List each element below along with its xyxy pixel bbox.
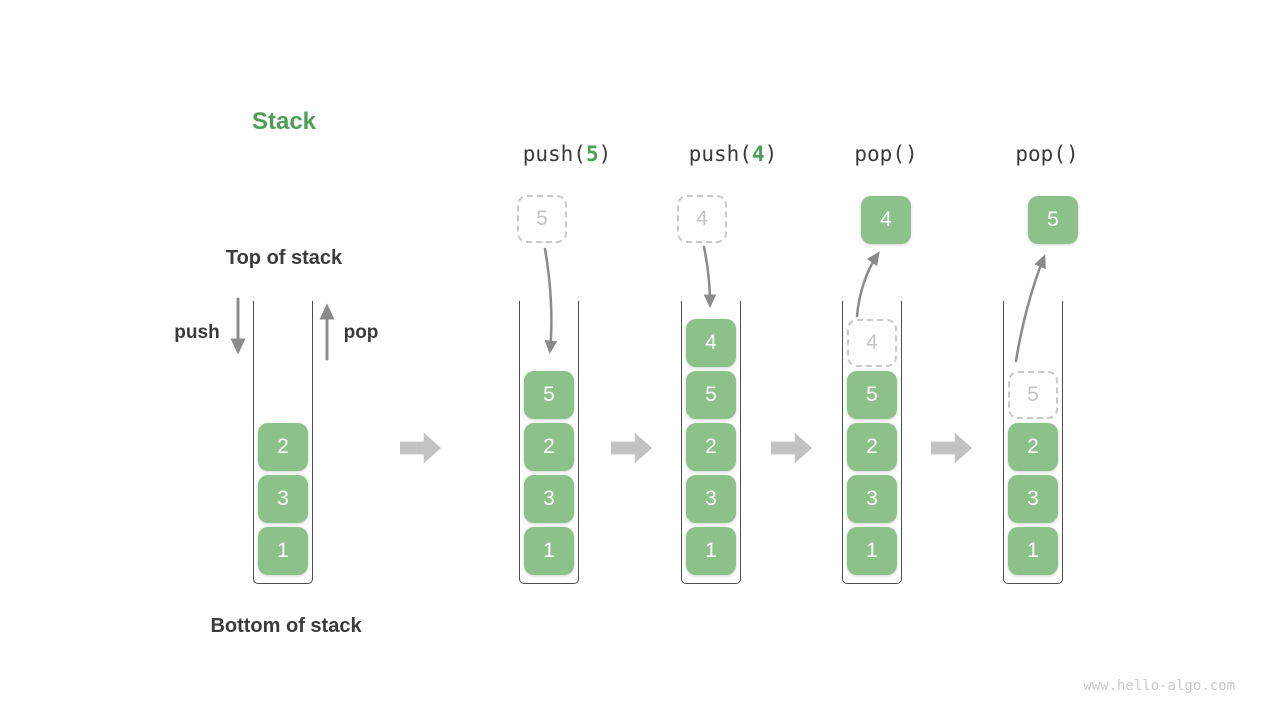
stack-box: 3 (686, 475, 736, 523)
op-text: ) (764, 142, 778, 166)
stack-box: 2 (524, 423, 574, 471)
right-block-arrow-icon (611, 432, 652, 464)
op-text: ) (598, 142, 612, 166)
stack-frame-step3: 4 5 2 3 1 (842, 301, 902, 584)
op-text: push( (688, 142, 752, 166)
step4-op-label: pop() (1015, 142, 1079, 166)
step2-insert-arrow-icon (702, 245, 717, 308)
step3-popped-box: 4 (861, 196, 911, 244)
push-label: push (174, 322, 220, 343)
right-block-arrow-icon (400, 432, 441, 464)
stack-frame-step2: 4 5 2 3 1 (681, 301, 741, 584)
stack-box: 5 (847, 371, 897, 419)
step1-op-label: push(5) (523, 142, 612, 166)
op-arg: 5 (585, 142, 599, 166)
stack-box: 5 (524, 371, 574, 419)
stack-box-removed: 5 (1008, 371, 1058, 419)
step3-op-label: pop() (854, 142, 918, 166)
stack-box: 1 (258, 527, 308, 575)
stack-box: 3 (1008, 475, 1058, 523)
stack-box-removed: 4 (847, 319, 897, 367)
stack-frame-initial: 2 3 1 (253, 301, 313, 584)
stack-box: 2 (1008, 423, 1058, 471)
stack-frame-step1: 5 2 3 1 (519, 301, 579, 584)
stack-box: 4 (686, 319, 736, 367)
top-of-stack-label: Top of stack (225, 247, 343, 269)
stack-box: 1 (524, 527, 574, 575)
stack-box: 2 (258, 423, 308, 471)
diagram-title: Stack (251, 108, 317, 135)
stack-box: 3 (524, 475, 574, 523)
stack-box: 2 (847, 423, 897, 471)
bottom-of-stack-label: Bottom of stack (210, 615, 362, 637)
stack-box: 1 (686, 527, 736, 575)
stack-box: 3 (258, 475, 308, 523)
stack-box: 2 (686, 423, 736, 471)
op-arg: 4 (751, 142, 765, 166)
stack-box: 5 (686, 371, 736, 419)
stack-box: 1 (847, 527, 897, 575)
stack-box: 1 (1008, 527, 1058, 575)
right-block-arrow-icon (771, 432, 812, 464)
step1-incoming-box: 5 (517, 195, 567, 243)
step2-incoming-box: 4 (677, 195, 727, 243)
op-text: push( (522, 142, 586, 166)
right-block-arrow-icon (931, 432, 972, 464)
step2-op-label: push(4) (689, 142, 778, 166)
stack-box: 3 (847, 475, 897, 523)
pop-label: pop (343, 322, 379, 343)
step4-popped-box: 5 (1028, 196, 1078, 244)
watermark: www.hello-algo.com (1083, 678, 1235, 694)
stack-frame-step4: 5 2 3 1 (1003, 301, 1063, 584)
